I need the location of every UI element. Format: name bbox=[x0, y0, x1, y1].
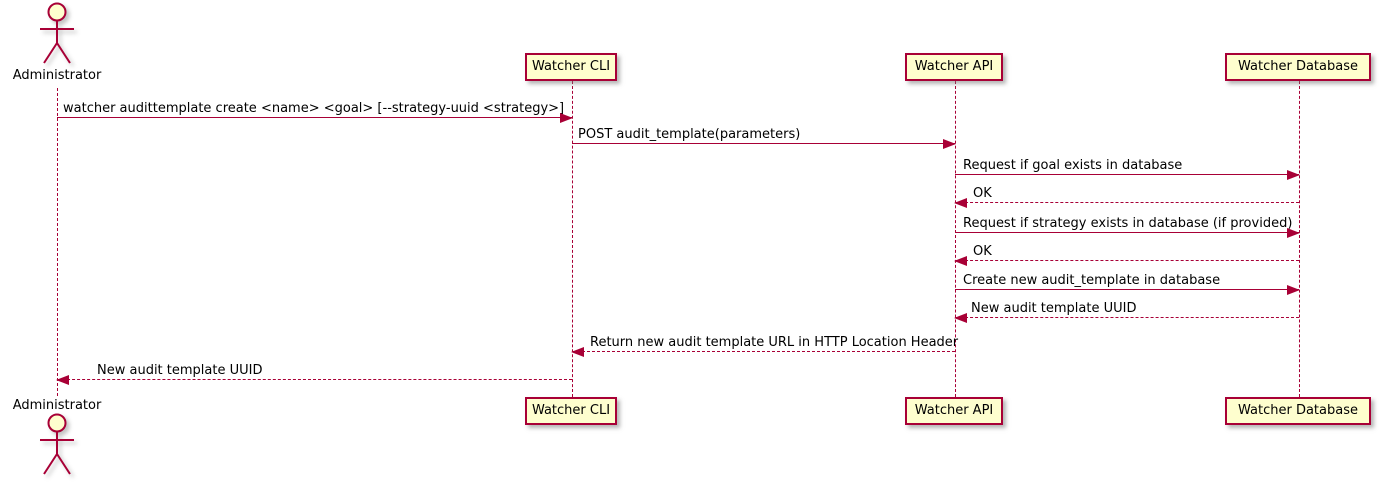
actor-label-top: Administrator bbox=[12, 68, 102, 83]
participant-watcher-api-top: Watcher API bbox=[905, 53, 1003, 81]
arrowhead-left-icon bbox=[56, 375, 69, 385]
message-post-audit-template: POST audit_template(parameters) bbox=[572, 125, 956, 149]
arrowhead-left-icon bbox=[954, 198, 967, 208]
message-label: Return new audit template URL in HTTP Lo… bbox=[590, 335, 959, 350]
message-label: Request if goal exists in database bbox=[963, 158, 1183, 173]
arrowhead-right-icon bbox=[1287, 285, 1300, 295]
message-label: OK bbox=[973, 186, 992, 201]
message-line bbox=[572, 143, 955, 144]
message-create-in-database: Create new audit_template in database bbox=[955, 271, 1300, 295]
message-label: OK bbox=[973, 244, 992, 259]
lifeline-watcher-api bbox=[955, 81, 956, 397]
participant-watcher-api-bottom: Watcher API bbox=[905, 397, 1003, 425]
arrowhead-right-icon bbox=[1287, 228, 1300, 238]
message-ok-goal: OK bbox=[954, 184, 1299, 208]
message-line bbox=[955, 202, 1299, 203]
message-new-uuid-from-db: New audit template UUID bbox=[954, 299, 1299, 323]
participant-watcher-cli-top: Watcher CLI bbox=[525, 53, 617, 81]
message-create-audittemplate: watcher audittemplate create <name> <goa… bbox=[57, 99, 573, 123]
message-line bbox=[955, 174, 1299, 175]
lifeline-watcher-cli bbox=[572, 81, 573, 397]
message-label: New audit template UUID bbox=[971, 301, 1137, 316]
message-line bbox=[57, 117, 572, 118]
lifeline-administrator bbox=[57, 88, 58, 396]
arrowhead-right-icon bbox=[1287, 170, 1300, 180]
message-ok-strategy: OK bbox=[954, 242, 1299, 266]
message-request-goal: Request if goal exists in database bbox=[955, 156, 1300, 180]
actor-icon-bottom bbox=[40, 413, 74, 475]
participant-watcher-database-bottom: Watcher Database bbox=[1225, 397, 1371, 425]
arrowhead-right-icon bbox=[943, 139, 956, 149]
lifeline-watcher-database bbox=[1299, 81, 1300, 397]
arrowhead-left-icon bbox=[954, 313, 967, 323]
message-label: New audit template UUID bbox=[97, 363, 263, 378]
arrowhead-right-icon bbox=[560, 113, 573, 123]
message-return-url: Return new audit template URL in HTTP Lo… bbox=[571, 333, 959, 357]
arrowhead-left-icon bbox=[571, 347, 584, 357]
message-line bbox=[57, 379, 572, 380]
message-request-strategy: Request if strategy exists in database (… bbox=[955, 214, 1300, 238]
message-label: POST audit_template(parameters) bbox=[578, 127, 801, 142]
actor-icon-top bbox=[40, 2, 74, 64]
participant-watcher-database-top: Watcher Database bbox=[1225, 53, 1371, 81]
message-label: Create new audit_template in database bbox=[963, 273, 1221, 288]
message-label: Request if strategy exists in database (… bbox=[963, 216, 1293, 231]
arrowhead-left-icon bbox=[954, 256, 967, 266]
message-line bbox=[955, 289, 1299, 290]
message-label: watcher audittemplate create <name> <goa… bbox=[63, 101, 565, 116]
message-line bbox=[955, 260, 1299, 261]
message-new-uuid-to-admin: New audit template UUID bbox=[56, 361, 572, 385]
participant-watcher-cli-bottom: Watcher CLI bbox=[525, 397, 617, 425]
message-line bbox=[955, 232, 1299, 233]
message-line bbox=[572, 351, 955, 352]
actor-label-bottom: Administrator bbox=[12, 398, 102, 413]
message-line bbox=[955, 317, 1299, 318]
